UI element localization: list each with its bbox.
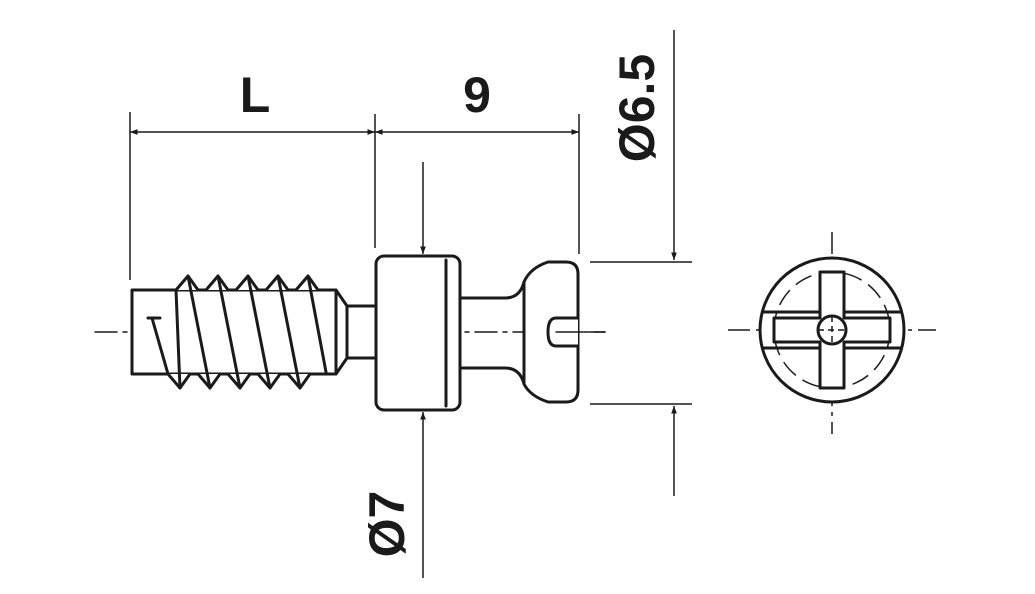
bolt-head-end-view	[728, 232, 936, 434]
collar-diameter-label: Ø7	[359, 491, 415, 558]
thread-section	[130, 274, 349, 390]
collar	[374, 254, 462, 412]
bolt-side-view	[94, 254, 606, 412]
length-label: L	[240, 67, 271, 123]
dimension-lines	[129, 30, 692, 578]
head-diameter-label: Ø6.5	[609, 54, 665, 162]
shank-length-label: 9	[463, 67, 491, 123]
shank	[458, 280, 526, 386]
neck	[345, 304, 379, 360]
